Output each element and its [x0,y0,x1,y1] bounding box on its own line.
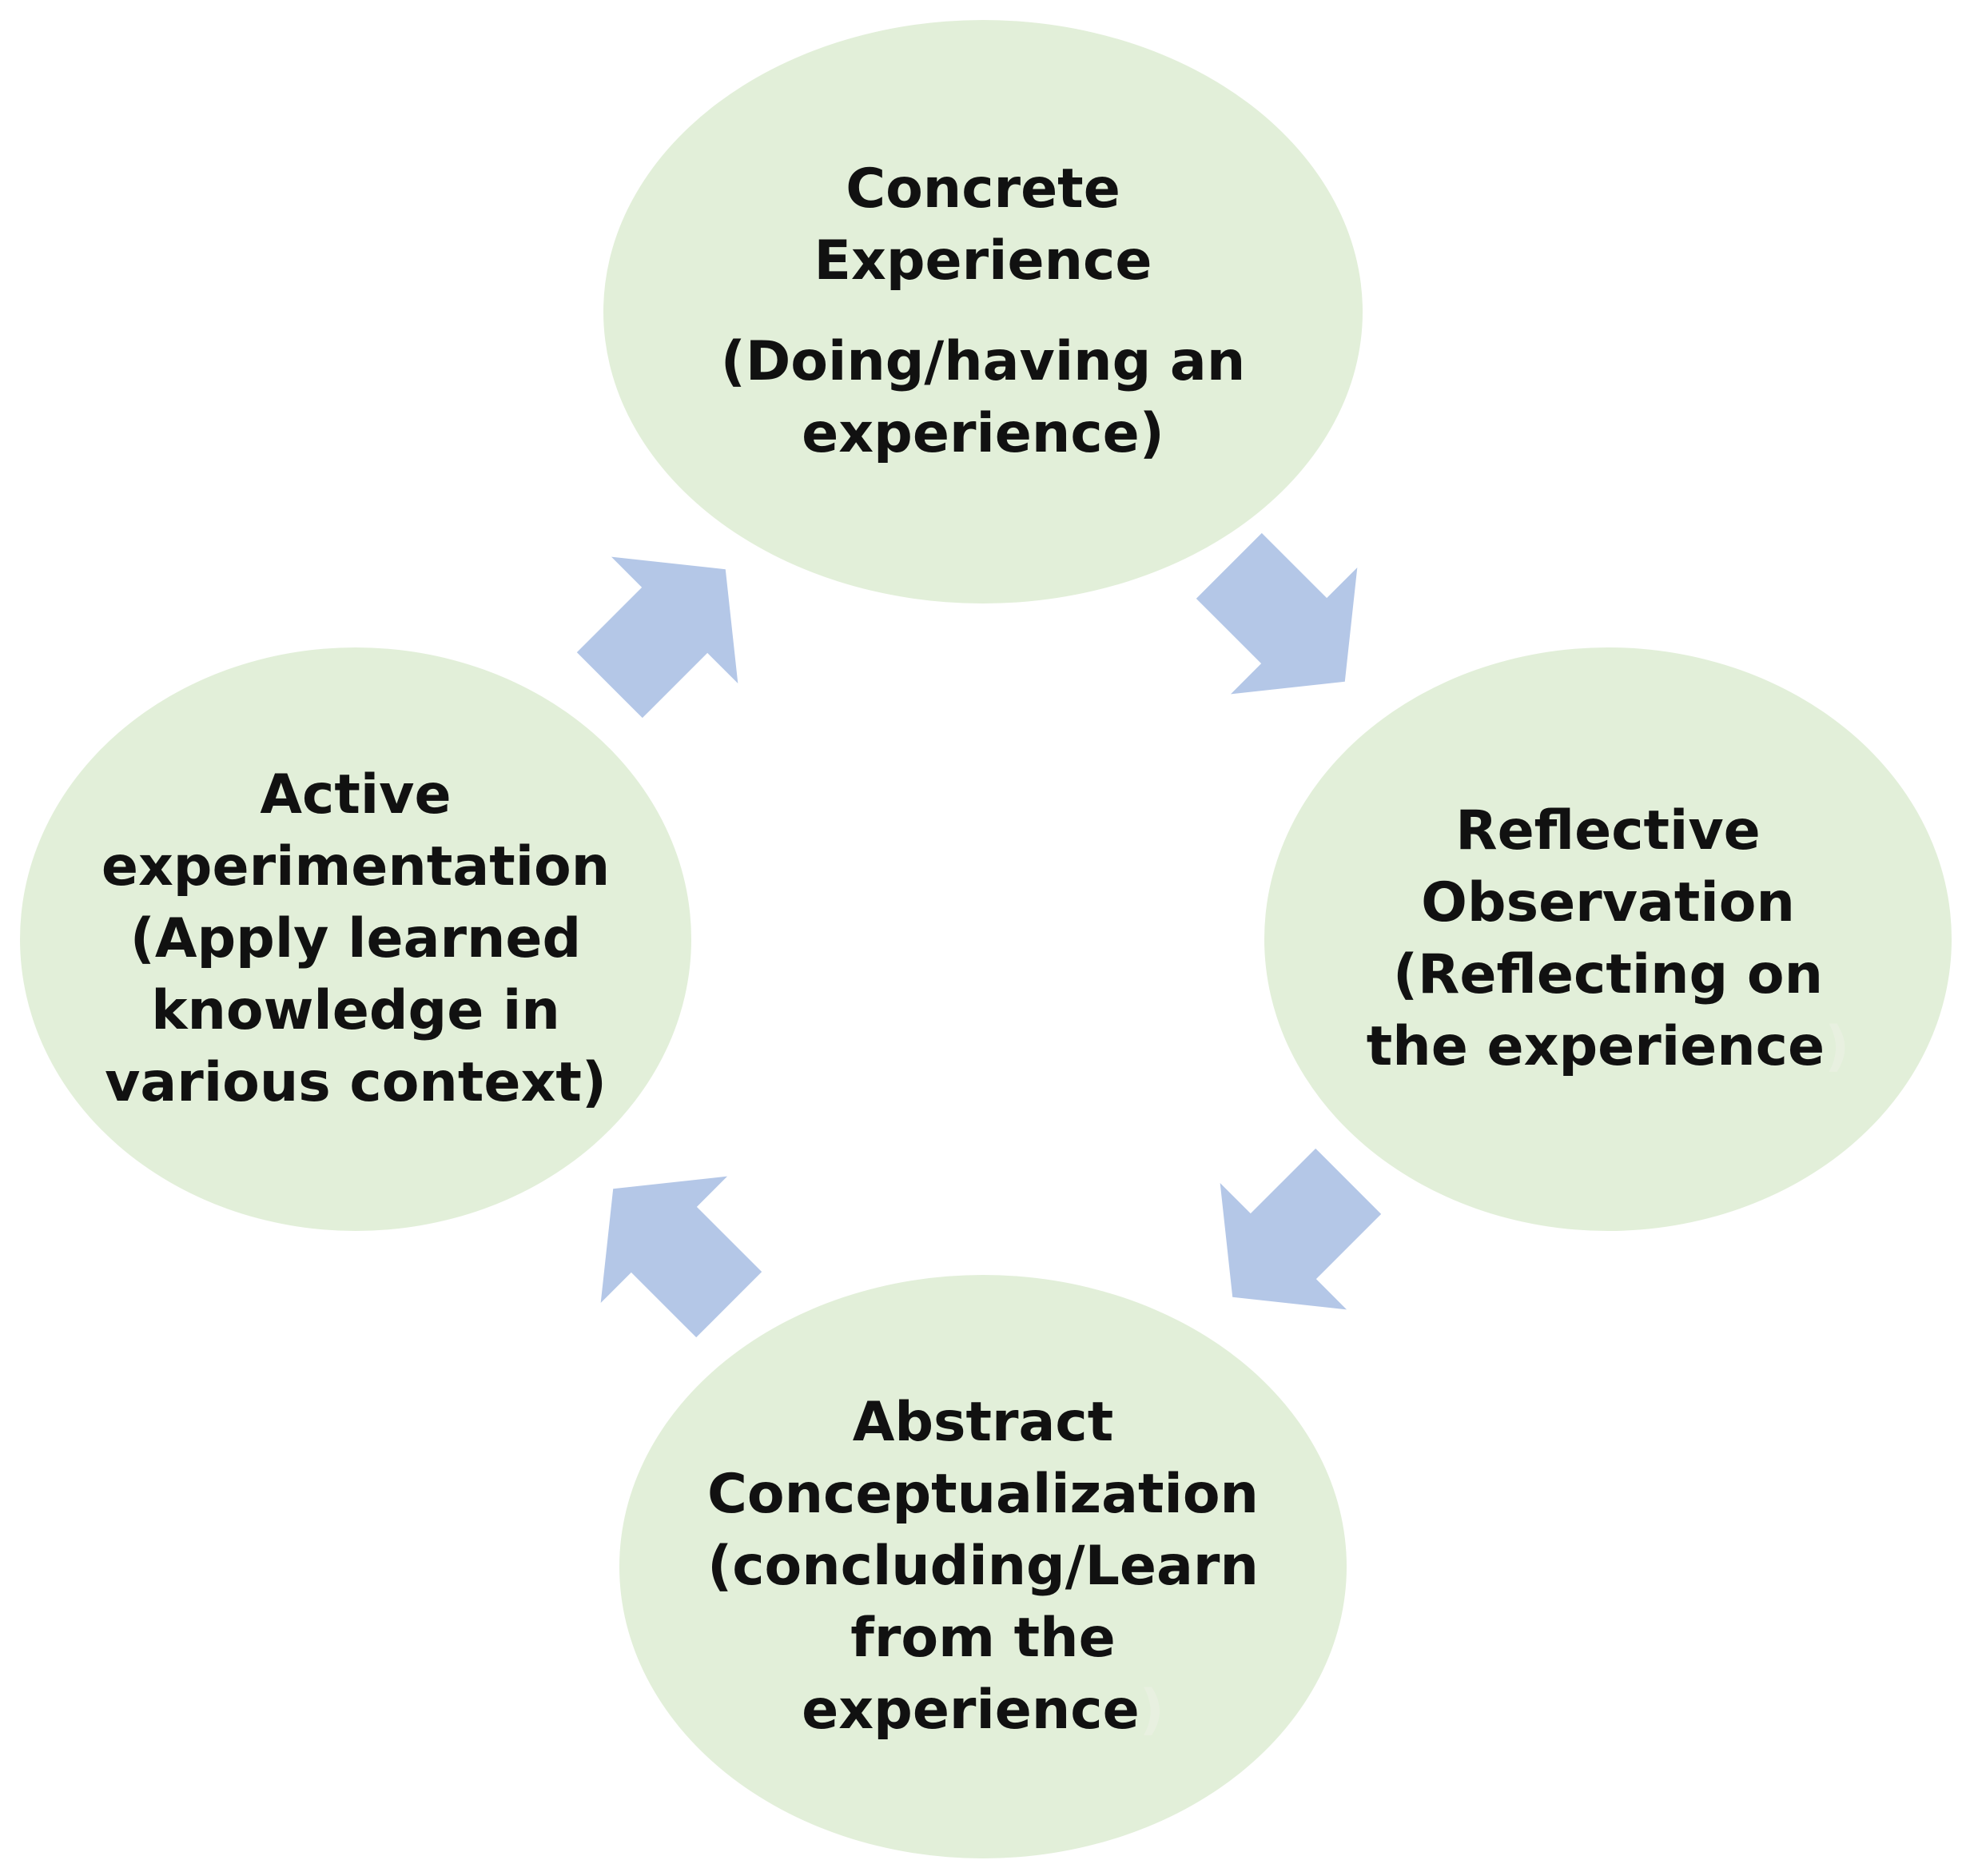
faint-closing-paren: ) [1825,1015,1850,1078]
arrow-bottom-to-left [600,1176,762,1338]
node-title-line: Concrete [846,157,1120,221]
node-abstract-conceptualization-text: Abstract Conceptualization (concluding/L… [699,1387,1267,1747]
arrow-top-to-right [1196,532,1358,695]
node-concrete-experience-text: Concrete Experience (Doing/having an exp… [687,153,1279,470]
node-title-line: experimentation [101,835,611,898]
node-title-line: Abstract [852,1391,1114,1454]
node-description-text: experience [802,1679,1140,1742]
node-active-experimentation-text: Active experimentation (Apply learned kn… [94,759,617,1119]
node-title-line: Observation [1421,871,1795,934]
node-description-line: from the [850,1607,1116,1670]
node-reflective-observation: Reflective Observation (Reflecting on th… [1264,647,1952,1231]
node-concrete-experience: Concrete Experience (Doing/having an exp… [603,20,1363,603]
node-description-line: experience) [699,1675,1267,1747]
node-description-line: (Doing/having an [720,330,1246,393]
node-description-line: (Reflecting on [1392,943,1824,1006]
node-reflective-observation-text: Reflective Observation (Reflecting on th… [1340,795,1876,1083]
node-description-line: knowledge in [151,979,560,1042]
node-description-line: experience) [802,402,1164,465]
arrow-right-to-bottom [1220,1148,1382,1310]
faint-closing-paren: ) [1139,1679,1164,1742]
node-abstract-conceptualization: Abstract Conceptualization (concluding/L… [619,1275,1347,1858]
node-title-line: Active [260,763,452,826]
node-title-line: Reflective [1455,799,1761,862]
node-title-line: Conceptualization [707,1463,1259,1526]
node-active-experimentation: Active experimentation (Apply learned kn… [20,647,691,1231]
node-description-line: various context) [105,1051,607,1114]
node-title-line: Experience [814,229,1152,293]
node-description-line: (Apply learned [129,907,582,970]
node-description-line: (concluding/Learn [707,1535,1259,1598]
line-gap [687,297,1279,326]
node-description-line: the experience) [1340,1011,1876,1083]
node-description-text: the experience [1366,1015,1825,1078]
arrow-left-to-top [576,556,738,719]
